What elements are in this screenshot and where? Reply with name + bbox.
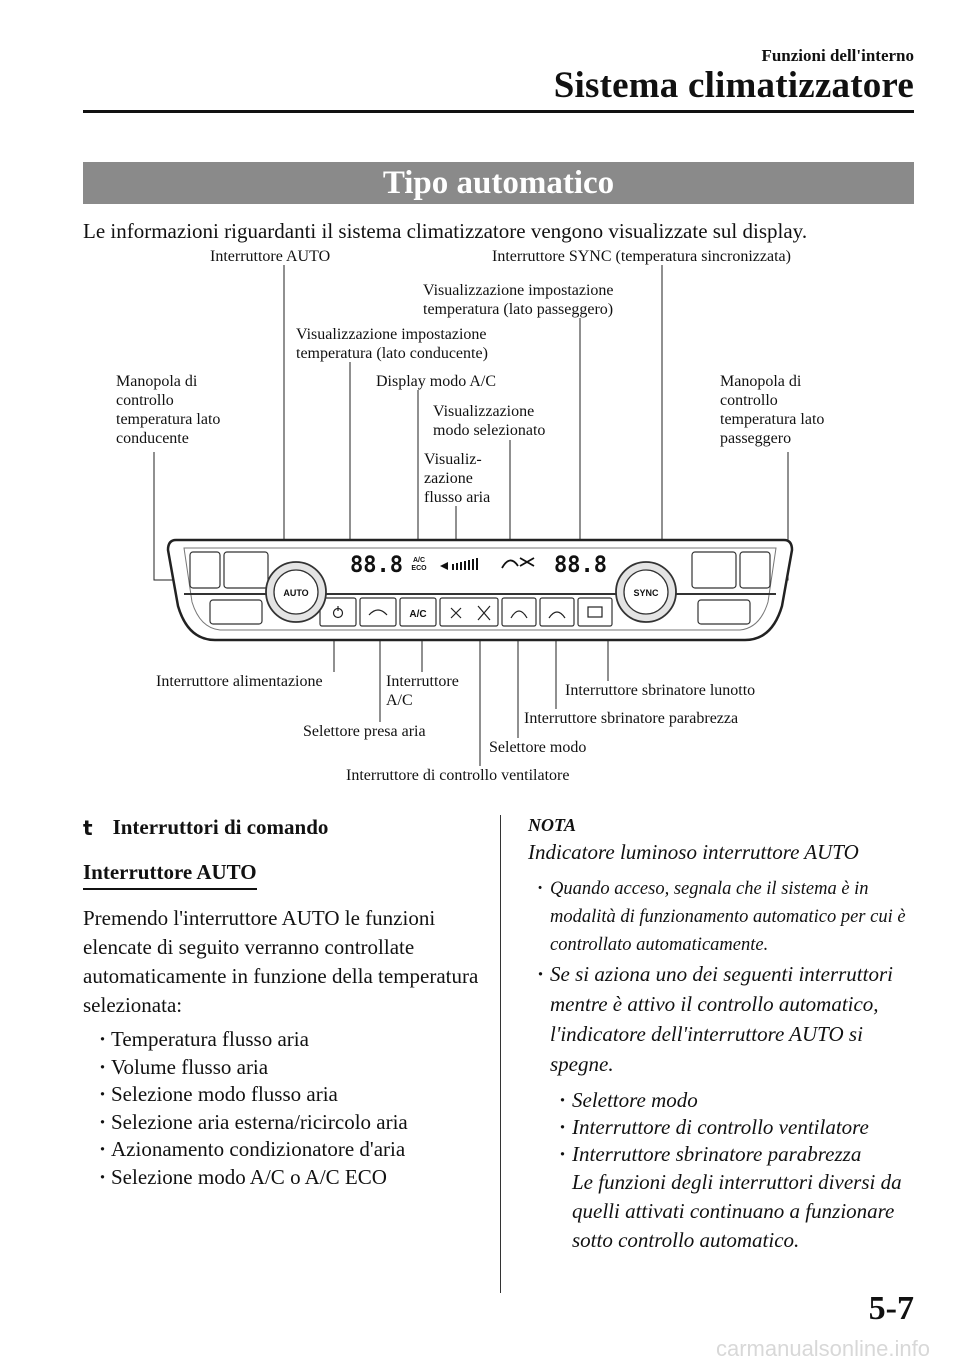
list-item: Interruttore di controllo ventilatore bbox=[559, 1114, 928, 1141]
ac-button[interactable] bbox=[399, 597, 437, 627]
label-driver-temp-display: Visualizzazione impostazione temperatura… bbox=[296, 326, 488, 362]
section-banner: Tipo automatico bbox=[83, 162, 914, 204]
controls-subheading: t Interruttori di comando bbox=[83, 815, 483, 840]
panel-inner-rim bbox=[183, 547, 777, 631]
page-number: 5-7 bbox=[868, 1290, 914, 1327]
fan-low-icon bbox=[450, 607, 462, 619]
power-icon bbox=[332, 607, 344, 619]
fan-display-icon bbox=[440, 562, 448, 570]
intro-text: Le informazioni riguardanti il sistema c… bbox=[83, 219, 808, 243]
column-divider bbox=[500, 815, 501, 1293]
windshield-defrost-icon bbox=[548, 611, 566, 619]
note-list-1: Quando acceso, segnala che il sistema è … bbox=[537, 875, 928, 959]
list-item: Azionamento condizionatore d'aria bbox=[99, 1136, 483, 1164]
note-subtitle: Indicatore luminoso interruttore AUTO bbox=[528, 840, 859, 864]
label-mode-selector: Selettore modo bbox=[489, 739, 587, 756]
label-pass-knob: Manopola di controllo temperatura lato p… bbox=[720, 373, 825, 447]
note-continuation: Le funzioni degli interruttori diversi d… bbox=[572, 1170, 902, 1252]
intake-button[interactable] bbox=[359, 597, 397, 627]
airflow-level-bars bbox=[440, 558, 478, 570]
ac-button-label: A/C bbox=[409, 609, 426, 620]
windshield-defrost-button[interactable] bbox=[539, 597, 575, 627]
watermark: carmanualsonline.info bbox=[715, 1336, 930, 1361]
panel-body bbox=[166, 538, 794, 642]
mode-icon bbox=[510, 610, 528, 619]
driver-seat-vent-button[interactable] bbox=[209, 599, 263, 625]
list-item: Selettore modo bbox=[559, 1087, 928, 1114]
left-column: t Interruttori di comando Interruttore A… bbox=[83, 815, 483, 1191]
auto-button[interactable] bbox=[273, 569, 319, 615]
note-label: NOTA bbox=[528, 815, 577, 835]
label-rear-defrost: Interruttore sbrinatore lunotto bbox=[565, 682, 756, 699]
auto-knob-label: AUTO bbox=[283, 588, 308, 598]
pass-temp-knob[interactable] bbox=[615, 561, 677, 623]
note-nested-list: Selettore modo Interruttore di controllo… bbox=[559, 1087, 928, 1168]
header-divider bbox=[83, 110, 914, 113]
driver-seat-heat-button[interactable] bbox=[223, 551, 269, 589]
sync-knob-label: SYNC bbox=[633, 588, 659, 598]
power-button[interactable] bbox=[319, 597, 357, 627]
ac-badge-bottom: ECO bbox=[411, 565, 427, 572]
auto-paragraph: Premendo l'interruttore AUTO le funzioni… bbox=[83, 906, 479, 1017]
pass-seat-vent-button[interactable] bbox=[697, 599, 751, 625]
controls-subheading-text: Interruttori di comando bbox=[112, 815, 329, 839]
list-item: Se si aziona uno dei seguenti interrutto… bbox=[537, 959, 928, 1079]
note-list-2: Se si aziona uno dei seguenti interrutto… bbox=[537, 959, 928, 1079]
label-intake-selector: Selettore presa aria bbox=[303, 723, 426, 740]
ac-badge-top: A/C bbox=[413, 557, 425, 564]
pass-seat-heat-button[interactable] bbox=[691, 551, 737, 589]
driver-temp-readout: 88.8 bbox=[350, 553, 403, 578]
list-item: Interruttore sbrinatore parabrezza bbox=[559, 1141, 928, 1168]
fan-control-button[interactable] bbox=[439, 597, 499, 627]
list-item: Selezione modo flusso aria bbox=[99, 1081, 483, 1109]
list-item: Quando acceso, segnala che il sistema è … bbox=[537, 875, 928, 959]
list-item: Selezione aria esterna/ricircolo aria bbox=[99, 1109, 483, 1137]
rear-defrost-button[interactable] bbox=[577, 597, 613, 627]
chapter-title: Funzioni dell'interno bbox=[761, 46, 914, 65]
auto-function-list: Temperatura flusso aria Volume flusso ar… bbox=[99, 1026, 483, 1192]
recirculation-icon bbox=[368, 609, 388, 616]
label-auto-switch: Interruttore AUTO bbox=[210, 248, 331, 265]
label-ac-switch: Interruttore A/C bbox=[386, 673, 459, 709]
mode-display-icon bbox=[501, 557, 535, 569]
driver-temp-knob[interactable] bbox=[265, 561, 327, 623]
list-item: Volume flusso aria bbox=[99, 1054, 483, 1082]
fan-high-icon bbox=[477, 605, 491, 621]
section-marker: t bbox=[83, 815, 93, 840]
label-sync-switch: Interruttore SYNC (temperatura sincroniz… bbox=[492, 248, 791, 265]
page-title: Sistema climatizzatore bbox=[553, 65, 914, 106]
pass-temp-readout: 88.8 bbox=[554, 553, 607, 578]
auto-topic-heading: Interruttore AUTO bbox=[83, 860, 257, 890]
label-ac-display: Display modo A/C bbox=[376, 373, 497, 390]
label-power-switch: Interruttore alimentazione bbox=[156, 673, 323, 690]
label-fan-switch: Interruttore di controllo ventilatore bbox=[346, 767, 570, 784]
label-driver-knob: Manopola di controllo temperatura lato c… bbox=[116, 373, 221, 447]
rear-defrost-icon bbox=[587, 606, 603, 618]
label-windshield-defrost: Interruttore sbrinatore parabrezza bbox=[524, 710, 739, 727]
label-mode-display: Visualizzazione modo selezionato bbox=[433, 403, 546, 439]
label-airflow-display: Visualiz- zazione flusso aria bbox=[424, 451, 491, 506]
right-column: NOTA Indicatore luminoso interruttore AU… bbox=[528, 815, 928, 1255]
sync-button[interactable] bbox=[623, 569, 669, 615]
label-pass-temp-display: Visualizzazione impostazione temperatura… bbox=[423, 282, 614, 318]
steering-heat-button[interactable] bbox=[189, 551, 221, 589]
mode-button[interactable] bbox=[501, 597, 537, 627]
pass-extra-button[interactable] bbox=[739, 551, 771, 589]
list-item: Temperatura flusso aria bbox=[99, 1026, 483, 1054]
list-item: Selezione modo A/C o A/C ECO bbox=[99, 1164, 483, 1192]
